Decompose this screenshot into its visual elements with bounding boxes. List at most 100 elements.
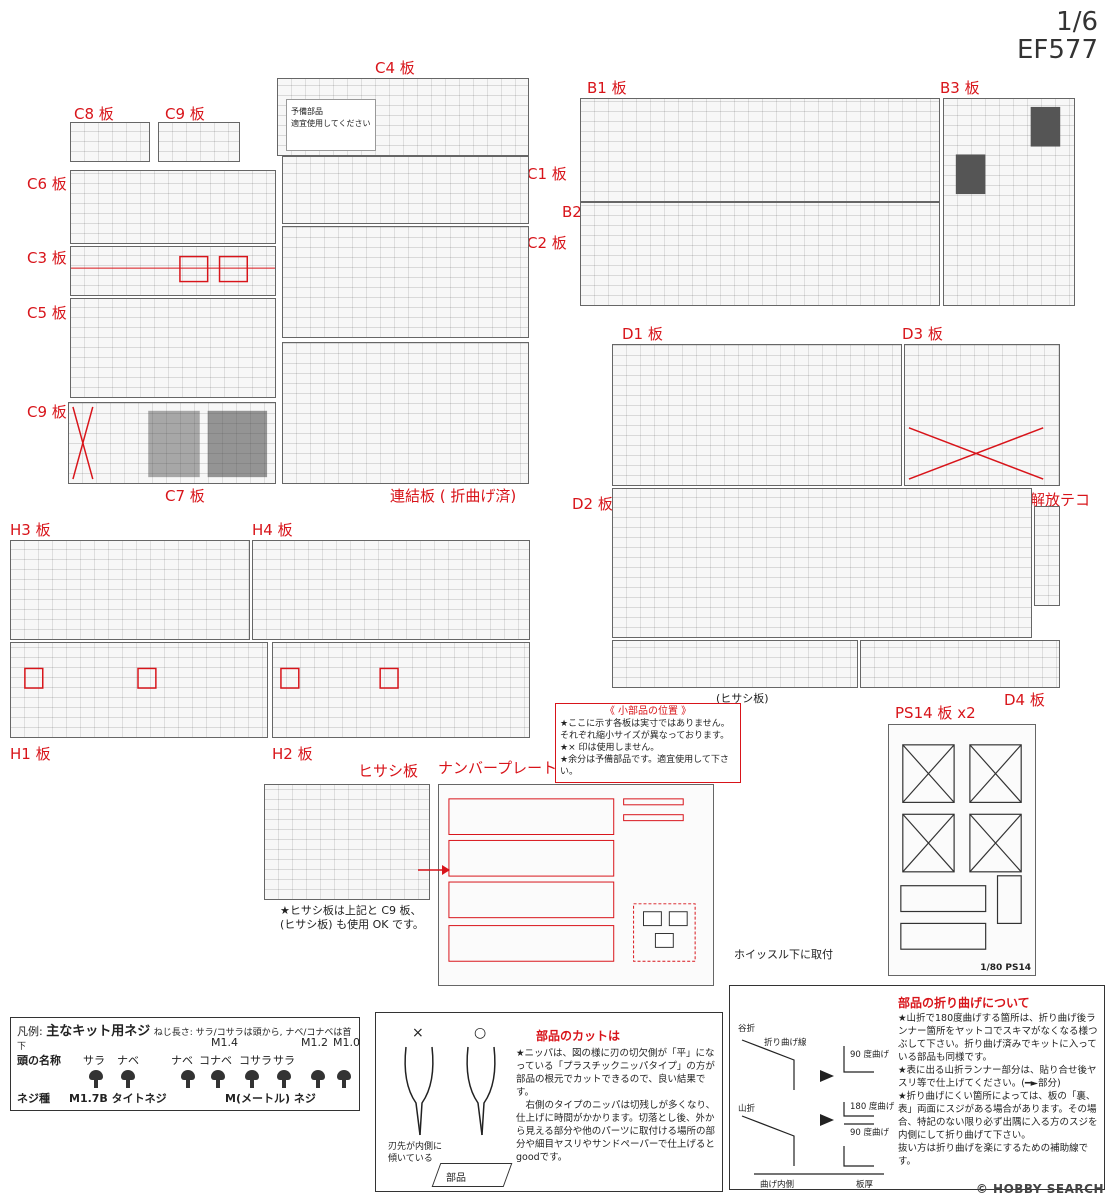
sheet-b3 [943, 98, 1075, 306]
cap-plate: 板厚 [856, 1180, 874, 1190]
screw-length-note: ねじ長さ: サラ/コサラは頭から, ナベ/コナベは首下 [17, 1028, 352, 1052]
cut-body: ★ニッパは、図の様に刃の切欠側が「平」になっている「プラスチックニッパタイプ」の… [516, 1048, 716, 1163]
sheet-hisashi-d [612, 640, 858, 688]
screw-icon [245, 1070, 259, 1088]
screw-icon [311, 1070, 325, 1088]
sheet-h4 [252, 540, 530, 640]
sheet-b1 [580, 98, 940, 202]
model-label: EF577 [1016, 35, 1098, 65]
bend-panel: 部品の折り曲げについて ★山折で180度曲げする箇所は、折り曲げ後ランナー箇所を… [729, 985, 1105, 1190]
sheet-c8 [70, 122, 150, 162]
small-parts-line: ★余分は予備部品です。適宜使用して下さい。 [560, 755, 729, 777]
label-release: 解放テコ [1030, 491, 1091, 509]
label-d3: D3 板 [902, 325, 943, 343]
sheet-c7 [68, 402, 276, 484]
label-h1: H1 板 [10, 745, 51, 763]
c4-spare-note: 予備部品 適宜使用してください [286, 99, 376, 151]
size-m10: M1.0 [333, 1036, 360, 1049]
sheet-link [282, 342, 529, 484]
label-hisashi: ヒサシ板 [358, 762, 419, 780]
ps14-mark: 1/80 PS14 [980, 963, 1031, 973]
sheet-d2 [612, 488, 1032, 638]
label-c8: C8 板 [74, 105, 114, 123]
sheet-hisashi [264, 784, 430, 900]
small-parts-box: 《 小部品の位置 》 ★ここに示す各板は実寸ではありません。 それぞれ縮小サイズ… [555, 703, 741, 783]
small-parts-line: それぞれ縮小サイズが異なっております。 [560, 731, 730, 741]
size-m14: M1.4 [211, 1036, 238, 1049]
small-parts-line: ★× 印は使用しません。 [560, 743, 660, 753]
sheet-d3 [904, 344, 1060, 486]
label-d2: D2 板 [572, 495, 613, 513]
head-nabe: ナベ [117, 1054, 139, 1067]
nipper-icon: × ○ [404, 1025, 496, 1136]
cap-inside: 曲げ内側 [760, 1180, 795, 1190]
watermark: © HOBBY SEARCH [975, 1182, 1104, 1196]
sheet-c3 [70, 246, 276, 296]
screw-icon [277, 1070, 291, 1088]
bend-body: ★山折で180度曲げする箇所は、折り曲げ後ランナー箇所をヤットコでスキマがなくな… [898, 1013, 1098, 1167]
label-c7: C7 板 [165, 487, 205, 505]
label-h2: H2 板 [272, 745, 313, 763]
label-ps14: PS14 板 x2 [895, 704, 976, 722]
part-label: 部品 [446, 1173, 466, 1184]
screw-type-label: ネジ種 [17, 1092, 50, 1105]
label-h4: H4 板 [252, 521, 293, 539]
cut-panel: × ○ 部品のカットは ★ニッパは、図の様に刃の切欠側が「平」になっている「プラ… [375, 1012, 723, 1192]
sheet-c2 [282, 226, 529, 338]
label-d1: D1 板 [622, 325, 663, 343]
hisashi-paren: (ヒサシ板) [716, 692, 769, 705]
scale-label: 1/6 [1056, 7, 1098, 37]
head-konabe: コナベ [199, 1054, 232, 1067]
svg-text:○: ○ [474, 1025, 486, 1041]
cap-deg90: 90 度曲げ [850, 1050, 890, 1060]
label-b3: B3 板 [940, 79, 980, 97]
screw-legend-panel: 凡例: 主なキット用ネジ ねじ長さ: サラ/コサラは頭から, ナベ/コナベは首下… [10, 1017, 360, 1111]
label-c2: C2 板 [527, 234, 567, 252]
label-c3: C3 板 [27, 249, 67, 267]
head-sara-m: サラ [273, 1054, 295, 1067]
label-c1: C1 板 [527, 165, 567, 183]
label-c9-side: C9 板 [27, 403, 67, 421]
head-nabe-m: ナベ [171, 1054, 193, 1067]
cap-valley: 谷折 [738, 1024, 756, 1034]
screw-icon [181, 1070, 195, 1088]
label-d4: D4 板 [1004, 691, 1045, 709]
sheet-c1 [282, 156, 529, 224]
screw-icon [121, 1070, 135, 1088]
cap-deg90b: 90 度曲げ [850, 1128, 890, 1138]
cap-deg180: 180 度曲げ [850, 1102, 895, 1112]
sheet-h1 [10, 642, 268, 738]
label-link: 連結板 ( 折曲げ済) [390, 487, 517, 505]
cut-caption: 刃先が内側に 傾いている [388, 1142, 443, 1164]
sheet-h3 [10, 540, 250, 640]
bend-title: 部品の折り曲げについて [898, 996, 1030, 1010]
label-c6: C6 板 [27, 175, 67, 193]
screw-legend-title-row: 凡例: 主なキット用ネジ ねじ長さ: サラ/コサラは頭から, ナベ/コナベは首下 [17, 1020, 359, 1052]
cut-title: 部品のカットは [536, 1029, 621, 1043]
whistle-note: ホイッスル下に取付 [734, 948, 833, 961]
cap-mountain: 山折 [738, 1104, 756, 1114]
screw-icon [211, 1070, 225, 1088]
screw-icon [337, 1070, 351, 1088]
svg-text:×: × [412, 1025, 424, 1041]
label-c9-top: C9 板 [165, 105, 205, 123]
bend-diagram [741, 1039, 884, 1175]
legend-label: 凡例: [17, 1025, 43, 1038]
sheet-c9-small [158, 122, 240, 162]
label-h3: H3 板 [10, 521, 51, 539]
label-number-plate: ナンバープレート [438, 759, 558, 777]
type-tight: M1.7B タイトネジ [69, 1092, 167, 1105]
sheet-release-lever [1034, 506, 1060, 606]
sheet-b2 [580, 202, 940, 306]
small-parts-title: 《 小部品の位置 》 [604, 706, 692, 717]
header: 1/6 EF577 [1017, 8, 1098, 64]
label-b1: B1 板 [587, 79, 627, 97]
head-kosara: コサラ [239, 1054, 272, 1067]
cap-bend-line: 折り曲げ線 [764, 1038, 807, 1048]
part-shape [431, 1163, 513, 1187]
hisashi-note: ★ヒサシ板は上記と C9 板、 (ヒサシ板) も使用 OK です。 [280, 904, 424, 931]
sheet-number-plate [438, 784, 714, 986]
head-name-label: 頭の名称 [17, 1054, 61, 1067]
arrow-to-number-plate [418, 865, 450, 875]
